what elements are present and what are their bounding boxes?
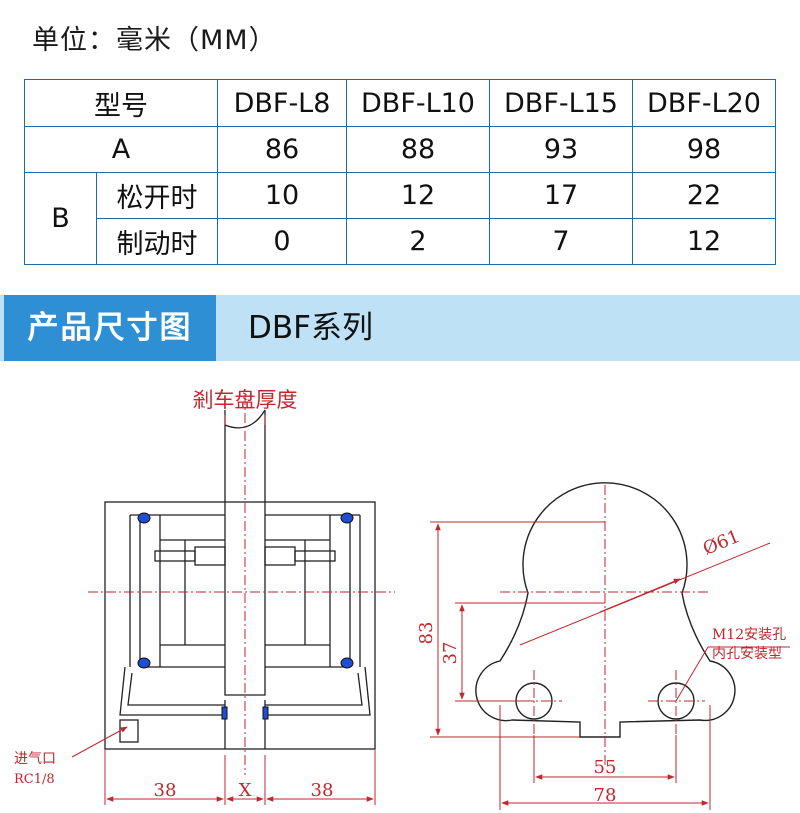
row-a-label: A	[24, 126, 218, 173]
row-b-brake-value: 12	[632, 218, 776, 265]
air-inlet-label: 进气口	[14, 751, 56, 767]
row-a-value: 86	[217, 126, 347, 173]
table-row-a: A 86 88 93 98	[24, 126, 776, 173]
dim-diameter: Ø61	[700, 526, 743, 560]
header-model: DBF-L8	[217, 79, 347, 127]
row-b-release-value: 22	[632, 172, 776, 219]
dim-left: 38	[154, 780, 177, 801]
header-model-label: 型号	[24, 79, 218, 127]
table-row-b-brake: 制动时 0 2 7 12	[25, 218, 776, 265]
row-b-brake-label: 制动时	[96, 218, 218, 265]
table-row-b-release: B 松开时 10 12 17 22	[23, 172, 776, 265]
side-view	[104, 409, 376, 750]
dim-height-total: 83	[416, 622, 437, 645]
row-b-release-value: 12	[346, 172, 490, 219]
row-a-value: 98	[632, 126, 776, 173]
dim-height-hole: 37	[440, 642, 461, 665]
row-b-label: B	[23, 172, 98, 265]
mount-hole-note: M12安装孔	[712, 627, 786, 643]
spec-table: 型号 DBF-L8 DBF-L10 DBF-L15 DBF-L20 A 86 8…	[23, 79, 776, 265]
seal-rings	[137, 512, 354, 720]
section-title: DBF系列	[248, 310, 373, 346]
row-a-value: 88	[346, 126, 490, 173]
row-b-brake-value: 7	[489, 218, 633, 265]
air-inlet-thread: RC1/8	[14, 772, 55, 787]
row-a-value: 93	[489, 126, 633, 173]
header-model: DBF-L20	[632, 79, 776, 127]
row-b-release-value: 10	[217, 172, 347, 219]
header-model: DBF-L15	[489, 79, 633, 127]
dim-right: 38	[311, 780, 334, 801]
table-header-row: 型号 DBF-L8 DBF-L10 DBF-L15 DBF-L20	[24, 79, 776, 127]
dim-hole-spacing: 55	[594, 757, 617, 778]
dim-x: X	[239, 780, 252, 801]
disc-thickness-label: 剎车盘厚度	[193, 388, 298, 412]
mount-type-note: 内孔安装型	[712, 646, 782, 662]
section-tag: 产品尺寸图	[4, 295, 216, 361]
row-b-brake-value: 0	[217, 218, 347, 265]
unit-label: 单位：毫米（MM）	[32, 25, 277, 56]
dim-width: 78	[594, 785, 617, 806]
row-b-brake-value: 2	[346, 218, 490, 265]
row-b-release-label: 松开时	[96, 172, 218, 219]
header-model: DBF-L10	[346, 79, 490, 127]
dimension-drawing: 剎车盘厚度 进气口 RC1/8 38 X 38 Ø61	[14, 388, 790, 810]
row-b-release-value: 17	[489, 172, 633, 219]
